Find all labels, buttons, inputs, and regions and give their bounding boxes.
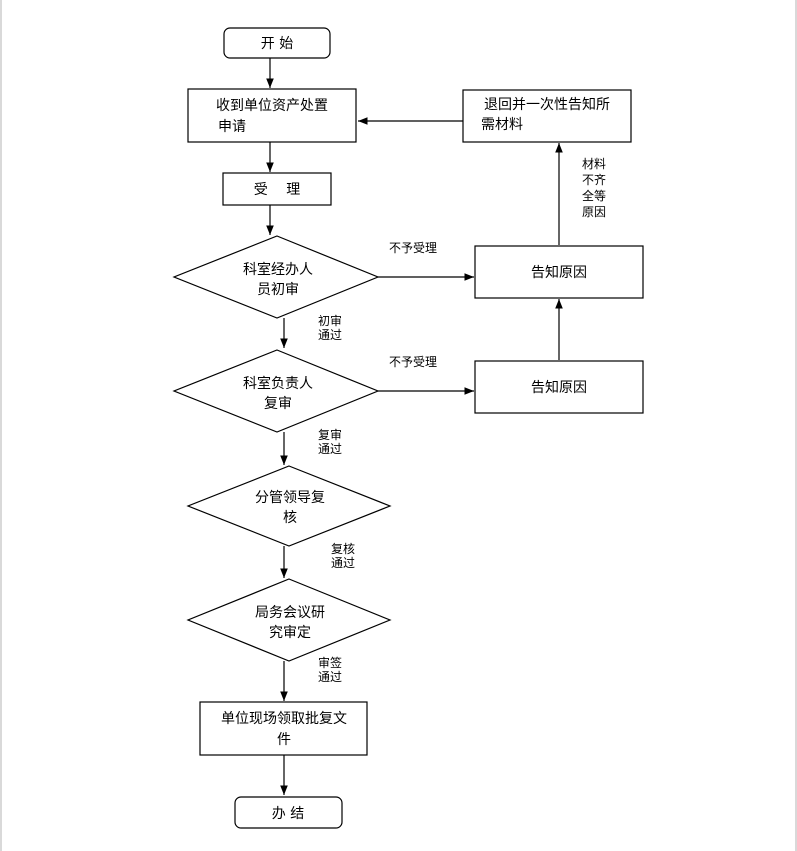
- label-pass2-line-2: 通过: [318, 442, 342, 456]
- node-review1-line-1: 科室经办人: [243, 261, 313, 278]
- node-return-line-1: 退回并一次性告知所: [484, 96, 610, 113]
- node-review2-line-1: 科室负责人: [243, 375, 313, 392]
- node-accept: 受 理: [222, 172, 332, 206]
- node-apply-line-1: 收到单位资产处置: [216, 98, 328, 114]
- node-notify1: 告知原因: [474, 245, 644, 299]
- label-pass4-line-1: 审签: [318, 655, 342, 670]
- node-review4: 局务会议研 究审定: [186, 578, 392, 662]
- label-reject-2: 不予受理: [389, 355, 437, 369]
- edge-labels: 不予受理 不予受理 初审 通过 复审 通过 复核 通过 审签 通过 材料 不齐 …: [318, 157, 606, 684]
- label-pass2-line-1: 复审: [318, 427, 342, 442]
- node-collect-line-2: 件: [277, 732, 291, 748]
- node-collect-line-1: 单位现场领取批复文: [221, 710, 347, 727]
- node-review4-line-2: 究审定: [269, 625, 311, 641]
- label-pass1-line-1: 初审: [318, 313, 342, 328]
- label-incomplete-line-3: 全等: [582, 188, 606, 203]
- node-start: 开 始: [223, 27, 331, 59]
- node-review1-line-2: 员初审: [257, 281, 299, 298]
- label-pass3-line-2: 通过: [331, 556, 355, 570]
- node-end: 办 结: [234, 796, 343, 829]
- node-review3-line-1: 分管领导复: [255, 489, 325, 506]
- node-apply-line-2: 申请: [218, 119, 246, 135]
- label-pass4-line-2: 通过: [318, 670, 342, 684]
- node-return-line-2: 需材料: [481, 117, 523, 133]
- label-incomplete-line-2: 不齐: [582, 172, 606, 187]
- connectors: [266, 58, 563, 795]
- node-return: 退回并一次性告知所 需材料: [462, 89, 632, 143]
- label-incomplete-line-1: 材料: [582, 157, 606, 171]
- label-reject-1: 不予受理: [389, 241, 437, 255]
- label-incomplete-line-4: 原因: [582, 205, 606, 219]
- label-pass1-line-2: 通过: [318, 328, 342, 342]
- node-review2: 科室负责人 复审: [172, 349, 380, 433]
- label-pass3-line-1: 复核: [331, 542, 355, 556]
- node-accept-line-1: 受 理: [254, 182, 300, 198]
- node-end-line-1: 办 结: [272, 806, 304, 822]
- node-notify2-line-1: 告知原因: [531, 379, 587, 396]
- node-review3: 分管领导复 核: [186, 465, 392, 547]
- node-apply: 收到单位资产处置 申请: [187, 88, 357, 143]
- node-review1: 科室经办人 员初审: [172, 235, 380, 319]
- node-review2-line-2: 复审: [264, 395, 292, 412]
- node-notify1-line-1: 告知原因: [531, 264, 587, 281]
- node-collect: 单位现场领取批复文 件: [199, 701, 368, 756]
- node-start-line-1: 开 始: [261, 36, 293, 52]
- node-notify2: 告知原因: [474, 360, 644, 414]
- node-review4-line-1: 局务会议研: [255, 605, 325, 621]
- node-review3-line-2: 核: [283, 510, 297, 526]
